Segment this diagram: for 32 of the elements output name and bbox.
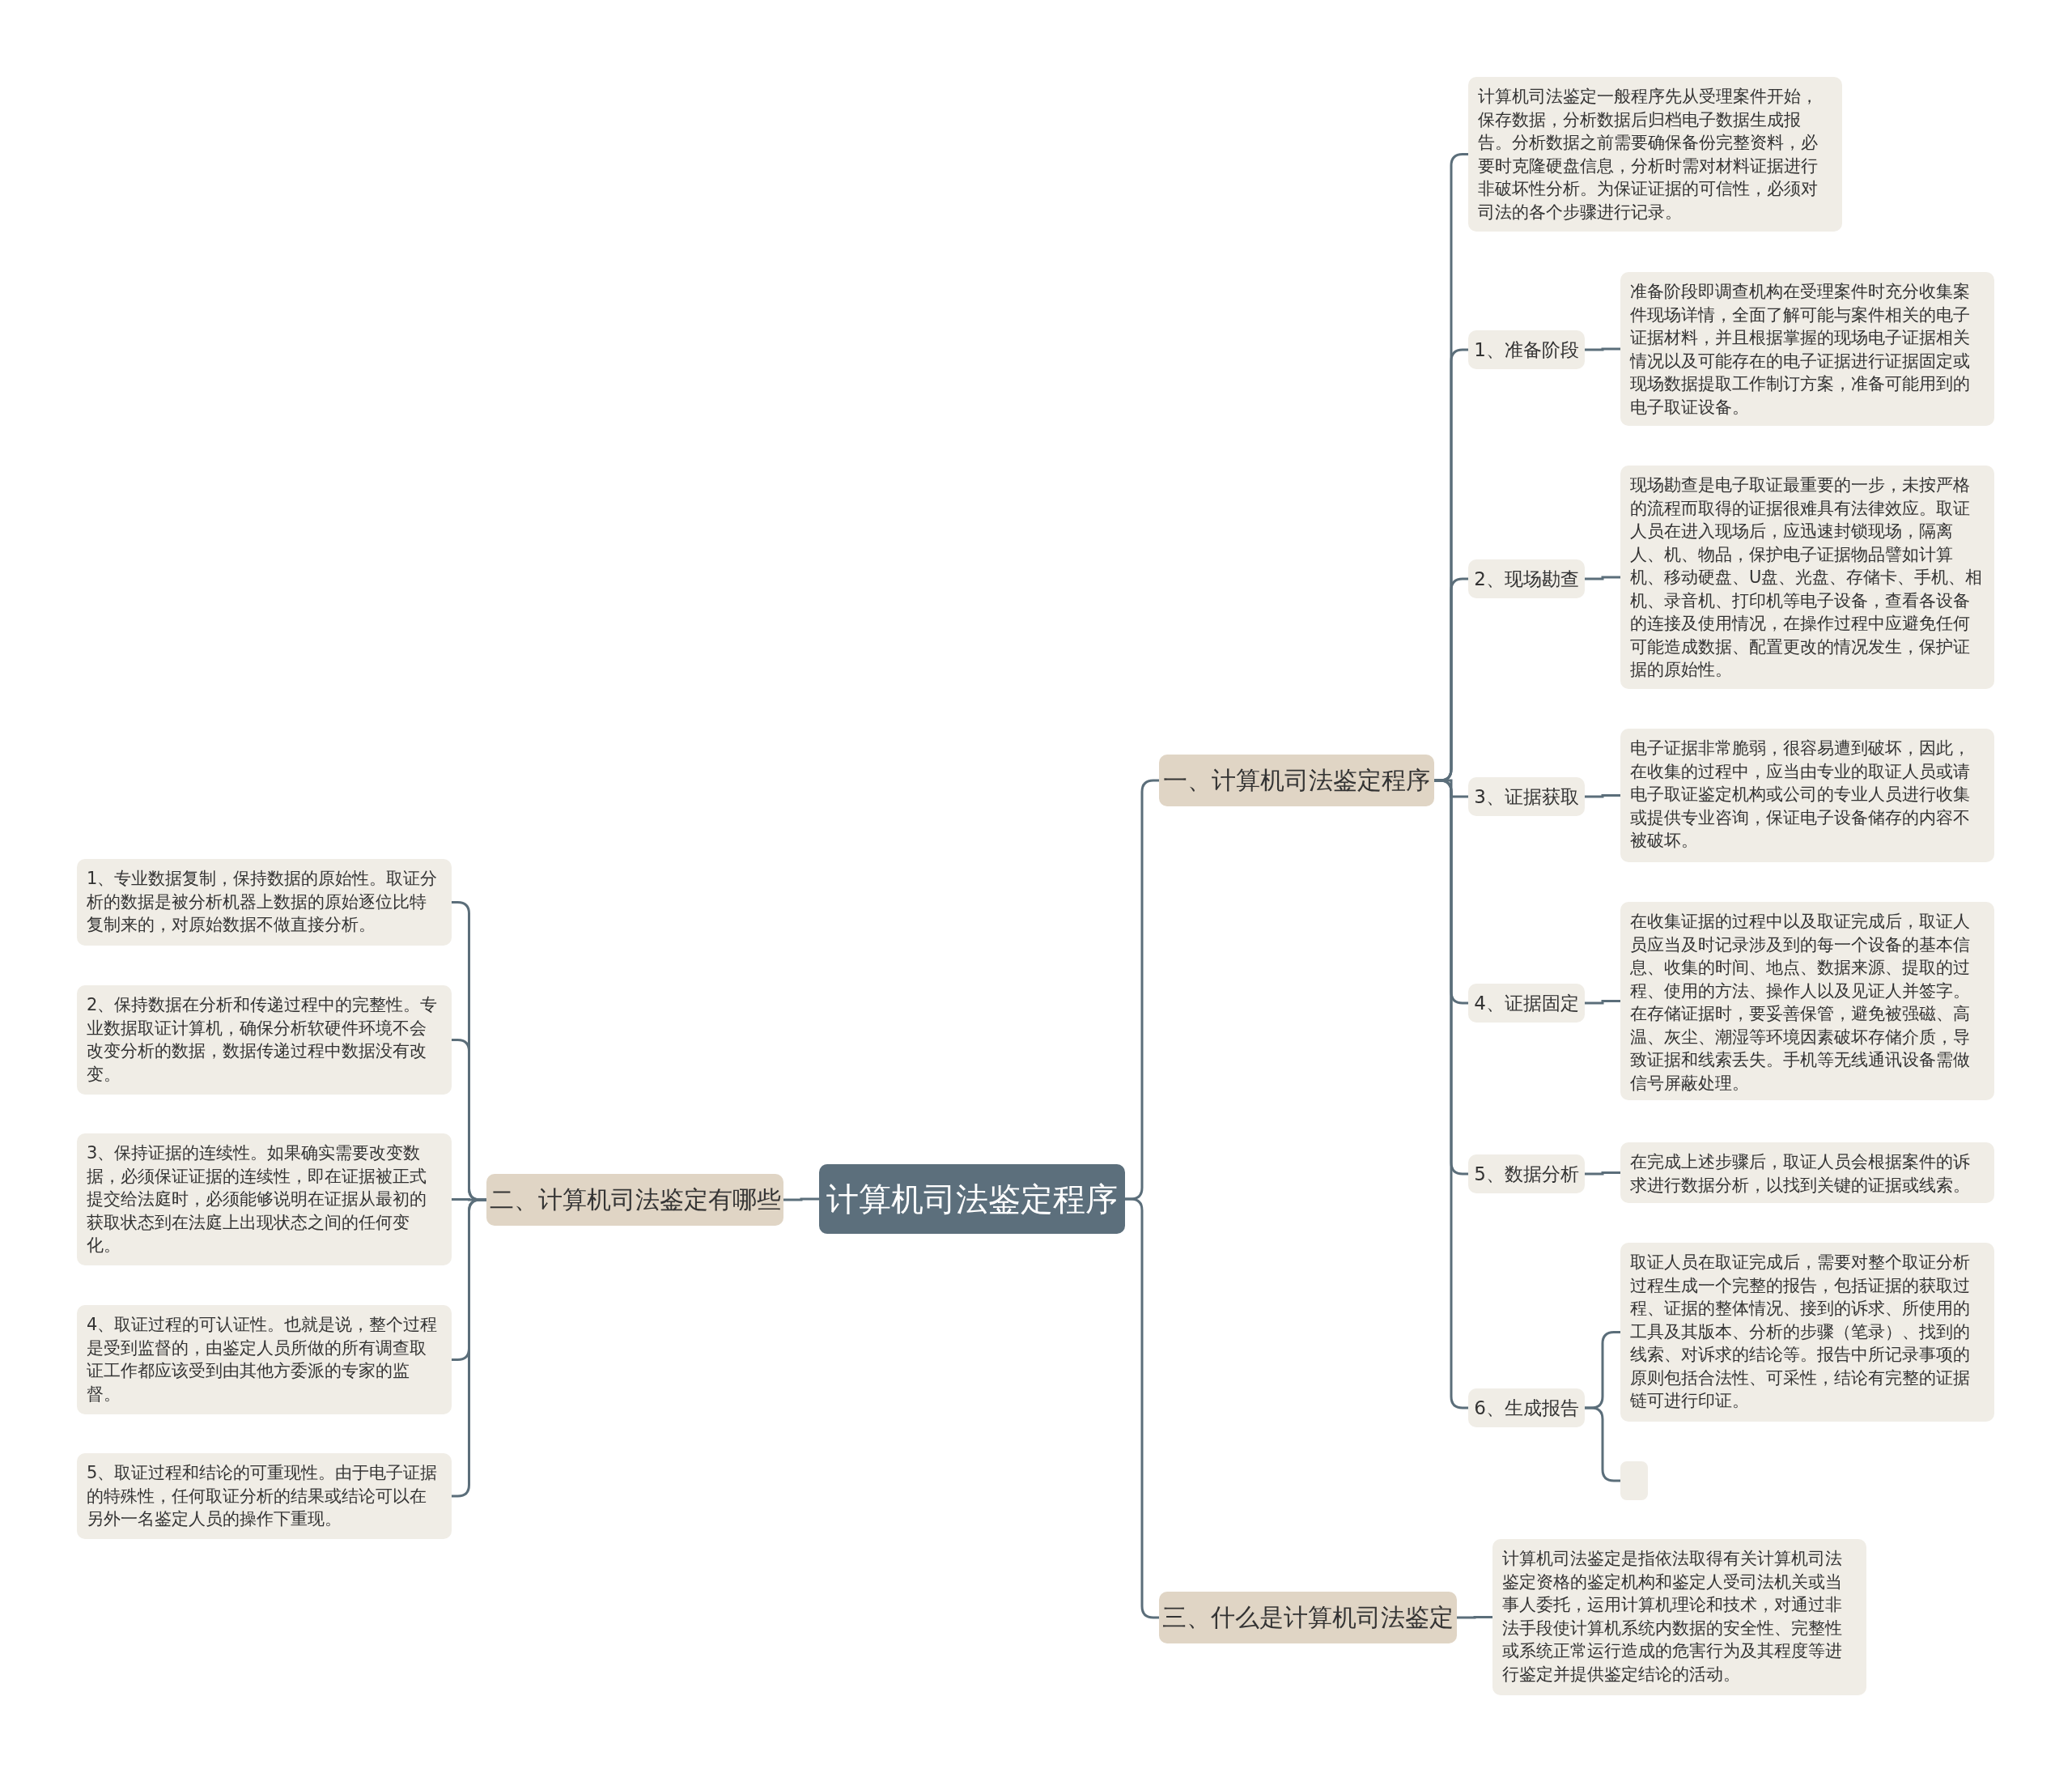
connector-line xyxy=(1585,794,1620,798)
text-card: 1、专业数据复制，保持数据的原始性。取证分析的数据是被分析机器上数据的原始逐位比特复制来的，对原始数据不做直接分析。 xyxy=(77,859,452,946)
connector-line xyxy=(452,1198,486,1498)
connector-line xyxy=(1585,1171,1620,1176)
subtopic-box: 1、准备阶段 xyxy=(1468,330,1585,369)
text-card: 取证人员在取证完成后，需要对整个取证分析过程生成一个完整的报告，包括证据的获取过程、证据的整体情况、接到的诉求、所使用的工具及其版本、分析的步骤（笔录）、找到的线索、对诉求的结论等。报告中所记录事项的原则包括合法性、可采性，结论有完整的证据链可进行印证。 xyxy=(1620,1243,1994,1422)
topic-box: 二、计算机司法鉴定有哪些 xyxy=(486,1174,783,1226)
subtopic-box: 3、证据获取 xyxy=(1468,777,1585,816)
text-card: 在收集证据的过程中以及取证完成后，取证人员应当及时记录涉及到的每一个设备的基本信息、收集的时间、地点、数据来源、提取的过程、使用的方法、操作人以及见证人并签字。在存储证据时，要妥善保管，避免被强磁、高温、灰尘、潮湿等环境因素破坏存储介质，导致证据和线索丢失。手机等无线通讯设备需做信号屏蔽处理。 xyxy=(1620,902,1994,1100)
central-topic-box: 计算机司法鉴定程序 xyxy=(819,1164,1125,1234)
subtopic-box: 2、现场勘查 xyxy=(1468,559,1585,598)
text-card: 电子证据非常脆弱，很容易遭到破坏，因此，在收集的过程中，应当由专业的取证人员或请电子取证鉴定机构或公司的专业人员进行收集或提供专业咨询，保证电子设备储存的内容不被破坏。 xyxy=(1620,729,1994,862)
text-card: 计算机司法鉴定一般程序先从受理案件开始，保存数据，分析数据后归档电子数据生成报告。分析数据之前需要确保备份完整资料，必要时克隆硬盘信息，分析时需对材料证据进行非破坏性分析。为保证证据的可信性，必须对司法的各个步骤进行记录。 xyxy=(1468,77,1842,232)
subtopic-box: 6、生成报告 xyxy=(1468,1388,1585,1427)
text-card: 5、取证过程和结论的可重现性。由于电子证据的特殊性，任何取证分析的结果或结论可以在另外一名鉴定人员的操作下重现。 xyxy=(77,1453,452,1539)
connector-line xyxy=(1585,347,1620,351)
connector-line xyxy=(1585,576,1620,580)
subtopic-box: 4、证据固定 xyxy=(1468,984,1585,1023)
text-card: 准备阶段即调查机构在受理案件时充分收集案件现场详情，全面了解可能与案件相关的电子证据材料，并且根据掌握的现场电子证据相关情况以及可能存在的电子证据进行证据固定或现场数据提取工作制订方案，准备可能用到的电子取证设备。 xyxy=(1620,272,1994,426)
topic-box: 一、计算机司法鉴定程序 xyxy=(1159,755,1434,806)
topic-box: 三、什么是计算机司法鉴定 xyxy=(1159,1592,1457,1643)
connector-line xyxy=(1585,1000,1620,1005)
connector-line xyxy=(1457,1616,1492,1619)
text-card: 3、保持证据的连续性。如果确实需要改变数据，必须保证证据的连续性，即在证据被正式提交给法庭时，必须能够说明在证据从最初的获取状态到在法庭上出现状态之间的任何变化。 xyxy=(77,1133,452,1265)
text-card: 计算机司法鉴定是指依法取得有关计算机司法鉴定资格的鉴定机构和鉴定人受司法机关或当事人委托，运用计算机理论和技术，对通过非法手段使计算机系统内数据的安全性、完整性或系统正常运行造成的危害行为及其程度等进行鉴定并提供鉴定结论的活动。 xyxy=(1492,1539,1866,1695)
text-card: 2、保持数据在分析和传递过程中的完整性。专业数据取证计算机，确保分析软硬件环境不会改变分析的数据，数据传递过程中数据没有改变。 xyxy=(77,985,452,1095)
empty-box xyxy=(1620,1461,1648,1500)
text-card: 4、取证过程的可认证性。也就是说，整个过程是受到监督的，由鉴定人员所做的所有调查取证工作都应该受到由其他方委派的专家的监督。 xyxy=(77,1305,452,1414)
connector-line xyxy=(783,1197,819,1201)
text-card: 在完成上述步骤后，取证人员会根据案件的诉求进行数据分析，以找到关键的证据或线索。 xyxy=(1620,1142,1994,1203)
subtopic-box: 5、数据分析 xyxy=(1468,1154,1585,1193)
text-card: 现场勘查是电子取证最重要的一步，未按严格的流程而取得的证据很难具有法律效应。取证人员在进入现场后，应迅速封锁现场，隔离人、机、物品，保护电子证据物品譬如计算机、移动硬盘、U盘、光盘、存储卡、手机、相机、录音机、打印机等电子设备，查看各设备的连接及使用情况，在操作过程中应避免任何可能造成数据、配置更改的情况发生，保护证据的原始性。 xyxy=(1620,466,1994,689)
